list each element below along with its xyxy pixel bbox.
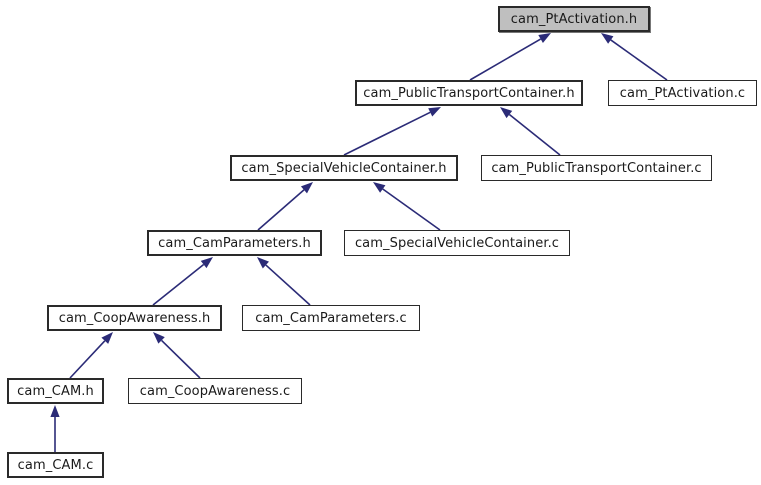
graph-edge-special_vehicle_container_h-to-public_transport_container_h xyxy=(343,107,441,156)
graph-node-label: cam_SpecialVehicleContainer.c xyxy=(354,235,560,251)
graph-node-label: cam_CAM.h xyxy=(17,383,94,399)
graph-node-pt_activation_c[interactable]: cam_PtActivation.c xyxy=(608,80,757,106)
graph-node-public_transport_container_c[interactable]: cam_PublicTransportContainer.c xyxy=(481,155,712,181)
graph-edge-public_transport_container_h-to-pt_activation_h xyxy=(469,33,551,81)
graph-node-label: cam_CamParameters.h xyxy=(158,235,311,251)
graph-edge-cam_h-to-coop_awareness_h xyxy=(69,332,113,379)
graph-node-cam_h[interactable]: cam_CAM.h xyxy=(7,378,104,404)
graph-edge-cam_c-to-cam_h xyxy=(50,405,60,452)
graph-node-cam_parameters_c[interactable]: cam_CamParameters.c xyxy=(242,305,420,331)
graph-edge-public_transport_container_c-to-public_transport_container_h xyxy=(500,107,561,156)
graph-edge-cam_parameters_c-to-cam_parameters_h xyxy=(257,257,311,306)
graph-node-cam_c[interactable]: cam_CAM.c xyxy=(7,452,104,478)
graph-edge-pt_activation_c-to-pt_activation_h xyxy=(601,33,668,81)
graph-node-coop_awareness_h[interactable]: cam_CoopAwareness.h xyxy=(47,305,222,331)
graph-node-public_transport_container_h[interactable]: cam_PublicTransportContainer.h xyxy=(355,80,583,106)
graph-node-label: cam_PublicTransportContainer.c xyxy=(491,160,702,176)
graph-node-label: cam_PtActivation.h xyxy=(510,11,638,27)
graph-edge-special_vehicle_container_c-to-special_vehicle_container_h xyxy=(373,182,441,231)
graph-node-label: cam_CoopAwareness.h xyxy=(58,310,211,326)
graph-edge-coop_awareness_h-to-cam_parameters_h xyxy=(152,257,213,306)
graph-node-label: cam_CoopAwareness.c xyxy=(139,383,291,399)
graph-node-label: cam_SpecialVehicleContainer.h xyxy=(241,160,447,176)
graph-node-label: cam_PublicTransportContainer.h xyxy=(363,85,575,101)
graph-edge-cam_parameters_h-to-special_vehicle_container_h xyxy=(257,182,313,231)
graph-node-special_vehicle_container_h[interactable]: cam_SpecialVehicleContainer.h xyxy=(230,155,458,181)
graph-edge-coop_awareness_c-to-coop_awareness_h xyxy=(153,332,201,379)
graph-node-pt_activation_h[interactable]: cam_PtActivation.h xyxy=(498,6,650,32)
graph-node-label: cam_CAM.c xyxy=(17,457,94,473)
graph-node-special_vehicle_container_c[interactable]: cam_SpecialVehicleContainer.c xyxy=(344,230,570,256)
graph-node-coop_awareness_c[interactable]: cam_CoopAwareness.c xyxy=(128,378,302,404)
graph-node-label: cam_CamParameters.c xyxy=(255,310,407,326)
graph-node-label: cam_PtActivation.c xyxy=(619,85,746,101)
graph-node-cam_parameters_h[interactable]: cam_CamParameters.h xyxy=(147,230,322,256)
